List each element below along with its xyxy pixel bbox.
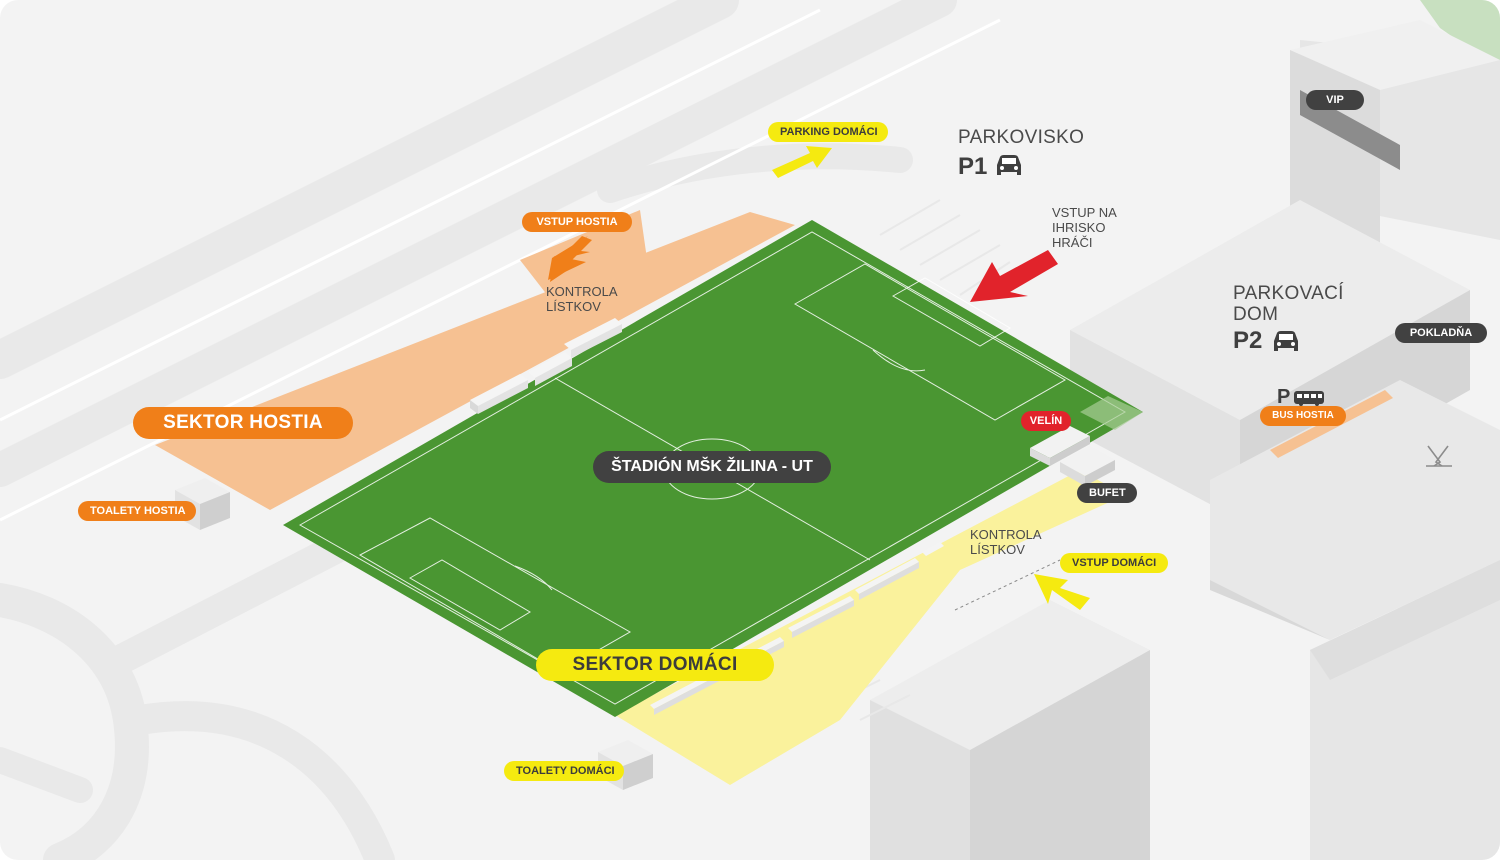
bus-parking-code: P (1277, 386, 1291, 408)
hockey-sticks-icon (1426, 445, 1452, 467)
parking-p1-title: PARKOVISKO (958, 127, 1085, 148)
parking-lines (799, 199, 1011, 721)
vip-badge: VIP (1306, 90, 1364, 110)
parking-p2-title: PARKOVACÍ DOM (1233, 283, 1344, 325)
ticket-control-home-line-2: LÍSTKOV (970, 542, 1025, 557)
entrance-away-arrow (548, 236, 592, 282)
car-icon (1274, 331, 1298, 351)
home-sector-area (615, 470, 1125, 785)
sector-home-label: SEKTOR DOMÁCI (536, 649, 774, 681)
away-gate-area (520, 210, 650, 318)
ticket-control-home-label: KONTROLA LÍSTKOV (970, 527, 1042, 557)
car-icon (997, 155, 1021, 175)
ticket-control-away-line-2: LÍSTKOV (546, 299, 601, 314)
parking-home-badge: PARKING DOMÁCI (768, 122, 888, 142)
toilets-home-badge: TOALETY DOMÁCI (504, 761, 624, 781)
parking-p2-title-line-2: DOM (1233, 304, 1279, 325)
players-entrance-label: VSTUP NA IHRISKO HRÁČI (1052, 205, 1117, 250)
home-entrance-line (954, 559, 1061, 611)
ticket-office-badge: POKLADŇA (1395, 323, 1487, 343)
players-entrance-line-1: VSTUP NA (1052, 205, 1117, 220)
ticket-control-away-label: KONTROLA LÍSTKOV (546, 284, 618, 314)
players-entrance-line-2: IHRISKO (1052, 220, 1106, 235)
entrance-home-badge: VSTUP DOMÁCI (1060, 553, 1168, 573)
ticket-control-away-line-1: KONTROLA (546, 284, 618, 299)
bus-away-badge: BUS HOSTIA (1260, 406, 1346, 426)
players-entrance-line-3: HRÁČI (1052, 235, 1093, 250)
buffet-badge: BUFET (1077, 483, 1137, 503)
entrance-players-arrow (970, 250, 1058, 302)
parking-p1-code: P1 (958, 153, 988, 180)
ticket-control-home-line-1: KONTROLA (970, 527, 1042, 542)
parking-home-arrow (772, 146, 832, 178)
control-room-badge: VELÍN (1021, 411, 1071, 431)
sector-away-label: SEKTOR HOSTIA (133, 407, 353, 439)
bus-icon (1294, 391, 1324, 406)
entrance-home-arrow (1034, 574, 1090, 610)
toilets-away-badge: TOALETY HOSTIA (78, 501, 196, 521)
stadium-name: ŠTADIÓN MŠK ŽILINA - UT (593, 451, 831, 483)
parking-p2-code: P2 (1233, 327, 1263, 354)
parking-p2-title-line-1: PARKOVACÍ (1233, 283, 1344, 304)
entrance-away-badge: VSTUP HOSTIA (522, 212, 632, 232)
